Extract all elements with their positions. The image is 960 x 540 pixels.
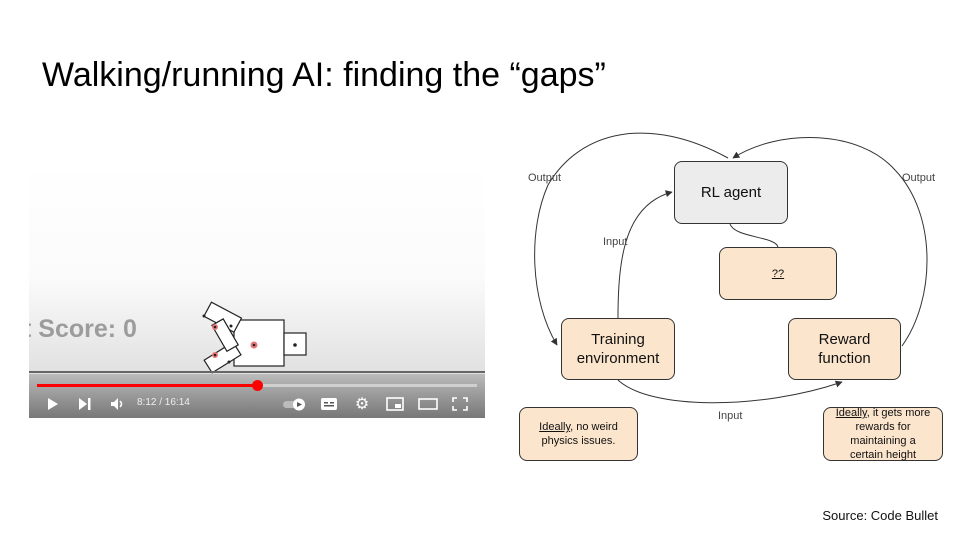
edge-label-output-left: Output <box>528 172 561 184</box>
note-left-emphasis: Ideally <box>539 421 570 433</box>
reward-function-node: Reward function <box>788 318 901 380</box>
note-right-line2: rewards for <box>836 420 931 434</box>
reward-label-line1: Reward <box>818 330 871 349</box>
unknown-label: ?? <box>772 267 784 281</box>
note-left-line1-rest: , no weird <box>570 421 618 433</box>
training-environment-node: Training environment <box>561 318 675 380</box>
note-right-line4: certain height <box>836 448 931 462</box>
edge-label-input-bottom: Input <box>718 410 742 422</box>
reward-label-line2: function <box>818 349 871 368</box>
note-right-emphasis: Ideally <box>836 407 867 419</box>
note-left-line2: physics issues. <box>539 434 618 448</box>
rl-agent-node: RL agent <box>674 161 788 224</box>
note-right-line1-rest: , it gets more <box>867 407 931 419</box>
rl-agent-label: RL agent <box>701 183 761 202</box>
edge-agent-to-unknown <box>730 224 778 247</box>
note-right-line3: maintaining a <box>836 434 931 448</box>
note-reward-height: Ideally, it gets more rewards for mainta… <box>823 407 943 461</box>
training-label-line2: environment <box>577 349 660 368</box>
training-label-line1: Training <box>577 330 660 349</box>
edge-label-output-right: Output <box>902 172 935 184</box>
note-training-physics: Ideally, no weird physics issues. <box>519 407 638 461</box>
unknown-node: ?? <box>719 247 837 300</box>
edge-label-input-mid: Input <box>603 236 627 248</box>
edge-training-to-agent <box>618 192 672 318</box>
edge-training-to-reward <box>618 380 842 403</box>
source-credit: Source: Code Bullet <box>822 508 938 523</box>
